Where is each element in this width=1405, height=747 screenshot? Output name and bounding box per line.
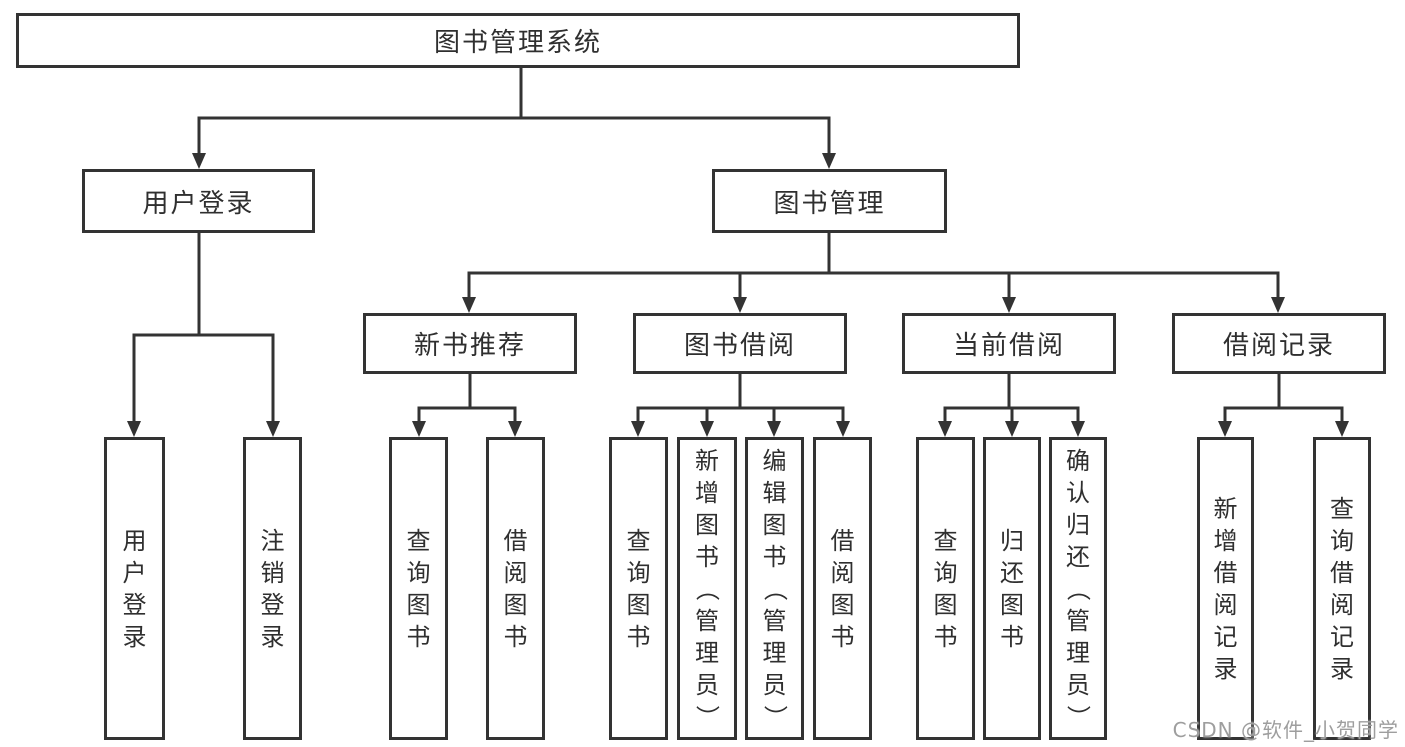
root-node: 图书管理系统 [16, 13, 1020, 68]
leaf-add-books-admin-label: 新增图书（管理员） [693, 446, 721, 729]
node-borrow-record: 借阅记录 [1172, 313, 1386, 374]
leaf-edit-books-admin: 编辑图书（管理员） [745, 437, 804, 740]
node-current-borrow: 当前借阅 [902, 313, 1116, 374]
node-user-login: 用户登录 [82, 169, 315, 233]
leaf-confirm-return-admin-label: 确认归还（管理员） [1064, 446, 1092, 729]
node-borrow-record-label: 借阅记录 [1222, 331, 1335, 361]
leaf-query-books-recommend-label: 查询图书 [406, 526, 431, 651]
leaf-logout: 注销登录 [243, 437, 302, 740]
leaf-add-borrow-record: 新增借阅记录 [1197, 437, 1254, 740]
leaf-user-login: 用户登录 [104, 437, 165, 740]
leaf-add-books-admin: 新增图书（管理员） [677, 437, 737, 740]
leaf-query-borrow-record-label: 查询借阅记录 [1330, 494, 1354, 683]
leaf-return-books-label: 归还图书 [1000, 526, 1024, 651]
leaf-query-books-current: 查询图书 [916, 437, 975, 740]
leaf-user-login-label: 用户登录 [122, 526, 147, 651]
node-book-borrow-label: 图书借阅 [683, 331, 796, 361]
node-user-login-label: 用户登录 [142, 188, 255, 219]
node-book-management: 图书管理 [712, 169, 947, 233]
node-current-borrow-label: 当前借阅 [952, 331, 1065, 361]
leaf-logout-label: 注销登录 [260, 526, 285, 651]
root-node-label: 图书管理系统 [433, 28, 602, 58]
leaf-query-books-current-label: 查询图书 [933, 526, 958, 651]
leaf-add-borrow-record-label: 新增借阅记录 [1213, 494, 1238, 683]
leaf-borrow-books-recommend: 借阅图书 [486, 437, 545, 740]
leaf-borrow-books-label: 借阅图书 [830, 526, 855, 651]
node-new-book-recommend-label: 新书推荐 [413, 331, 526, 361]
leaf-query-books-recommend: 查询图书 [389, 437, 448, 740]
leaf-borrow-books-recommend-label: 借阅图书 [503, 526, 528, 651]
node-book-management-label: 图书管理 [773, 188, 886, 219]
leaf-confirm-return-admin: 确认归还（管理员） [1049, 437, 1107, 740]
node-book-borrow: 图书借阅 [633, 313, 847, 374]
node-new-book-recommend: 新书推荐 [363, 313, 577, 374]
csdn-watermark: CSDN @软件_小贺同学 [1172, 718, 1399, 742]
leaf-borrow-books: 借阅图书 [813, 437, 872, 740]
leaf-edit-books-admin-label: 编辑图书（管理员） [760, 446, 789, 729]
leaf-return-books: 归还图书 [983, 437, 1041, 740]
leaf-query-borrow-record: 查询借阅记录 [1313, 437, 1371, 740]
leaf-query-books-borrow-label: 查询图书 [626, 526, 651, 651]
leaf-query-books-borrow: 查询图书 [609, 437, 668, 740]
